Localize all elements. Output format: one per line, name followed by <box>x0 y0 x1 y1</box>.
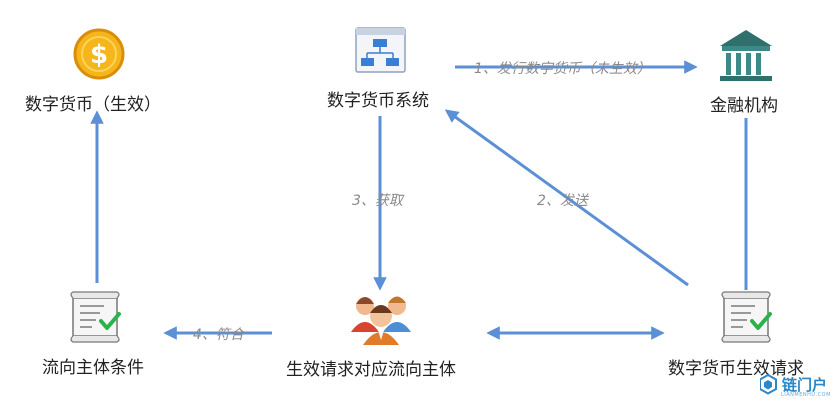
node-system-label: 数字货币系统 <box>327 91 429 111</box>
watermark-logo-icon <box>760 373 777 395</box>
node-bank-label: 金融机构 <box>710 96 778 116</box>
edge-send-line <box>444 109 689 287</box>
edge-fetch-label: 3、获取 <box>352 193 403 209</box>
node-coin-label: 数字货币（生效） <box>25 95 161 115</box>
bank-building-icon <box>720 30 772 81</box>
people-group-icon <box>351 296 411 345</box>
node-subject-label: 生效请求对应流向主体 <box>286 360 456 380</box>
document-check-icon <box>721 291 772 343</box>
document-check-icon <box>70 291 121 343</box>
watermark-domain: LIANMENHU.COM <box>781 392 831 398</box>
node-condition-label: 流向主体条件 <box>42 358 144 378</box>
svg-text:$: $ <box>90 40 108 70</box>
flowchart-icon <box>355 27 406 73</box>
edge-match-label: 4、符合 <box>193 327 244 343</box>
edge-issue-label: 1、发行数字货币（未生效） <box>474 61 651 77</box>
watermark-name: 链门户 <box>782 376 828 394</box>
dollar-coin-icon: $ <box>73 28 125 80</box>
node-request-label: 数字货币生效请求 <box>668 359 804 379</box>
edge-send-label: 2、发送 <box>537 193 588 209</box>
